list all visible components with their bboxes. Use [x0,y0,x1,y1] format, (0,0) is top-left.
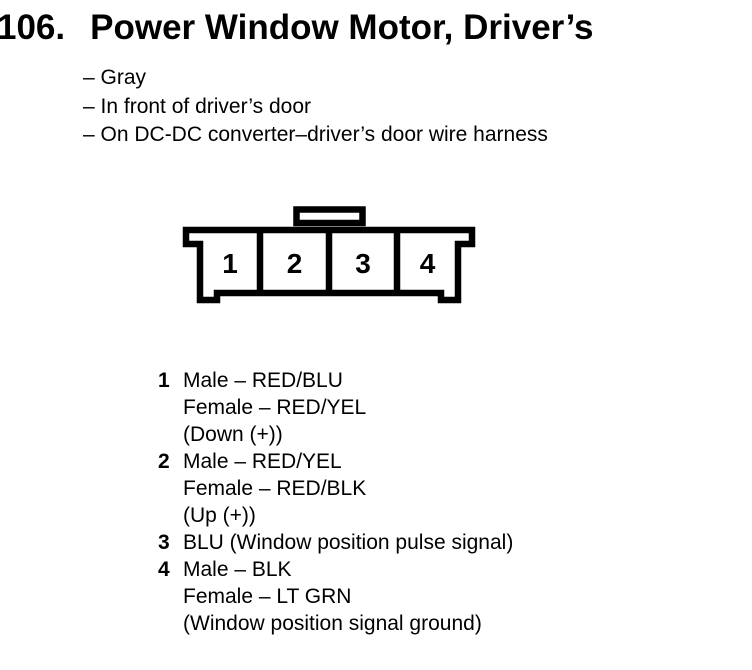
pin-number: 3 [158,531,170,554]
item-number: 106. [0,8,66,47]
pin-line: Female – LT GRN [183,585,352,608]
pin-line: Male – RED/BLU [183,369,343,392]
pin-line: BLU (Window position pulse signal) [183,531,514,554]
pin-line: (Window position signal ground) [183,612,482,635]
pin-line: Female – RED/YEL [183,396,367,419]
connector-diagram: 1 2 3 4 [182,206,476,304]
pin-number: 2 [158,450,170,473]
cavity-number: 4 [420,248,436,279]
pin-entry: 1 Male – RED/BLU Female – RED/YEL (Down … [158,367,513,448]
cavity-number: 2 [287,248,303,279]
pin-list: 1 Male – RED/BLU Female – RED/YEL (Down … [158,367,513,637]
page-title: Power Window Motor, Driver’s [90,8,594,47]
connector-lock-tab [293,206,366,227]
attribute-line: – In front of driver’s door [83,94,312,118]
pin-line: (Down (+)) [183,423,283,446]
cavity-number: 3 [355,248,371,279]
page-heading: 106. Power Window Motor, Driver’s [0,10,594,45]
pin-line: Male – BLK [183,558,292,581]
pin-entry: 2 Male – RED/YEL Female – RED/BLK (Up (+… [158,448,513,529]
pin-line: (Up (+)) [183,504,256,527]
cavity-number: 1 [222,248,238,279]
pin-entry: 4 Male – BLK Female – LT GRN (Window pos… [158,556,513,637]
pin-line: Female – RED/BLK [183,477,367,500]
attribute-list: – Gray – In front of driver’s door – On … [83,64,548,150]
pin-description: Male – BLK Female – LT GRN (Window posit… [183,556,482,637]
pin-description: BLU (Window position pulse signal) [183,529,513,556]
pin-line: Male – RED/YEL [183,450,342,473]
pin-description: Male – RED/YEL Female – RED/BLK (Up (+)) [183,448,366,529]
pin-entry: 3 BLU (Window position pulse signal) [158,529,513,556]
attribute-line: – Gray [83,66,147,89]
pin-number: 4 [158,558,170,581]
pin-description: Male – RED/BLU Female – RED/YEL (Down (+… [183,367,366,448]
attribute-line: – On DC-DC converter–driver’s door wire … [83,123,548,146]
pin-number: 1 [158,369,170,392]
